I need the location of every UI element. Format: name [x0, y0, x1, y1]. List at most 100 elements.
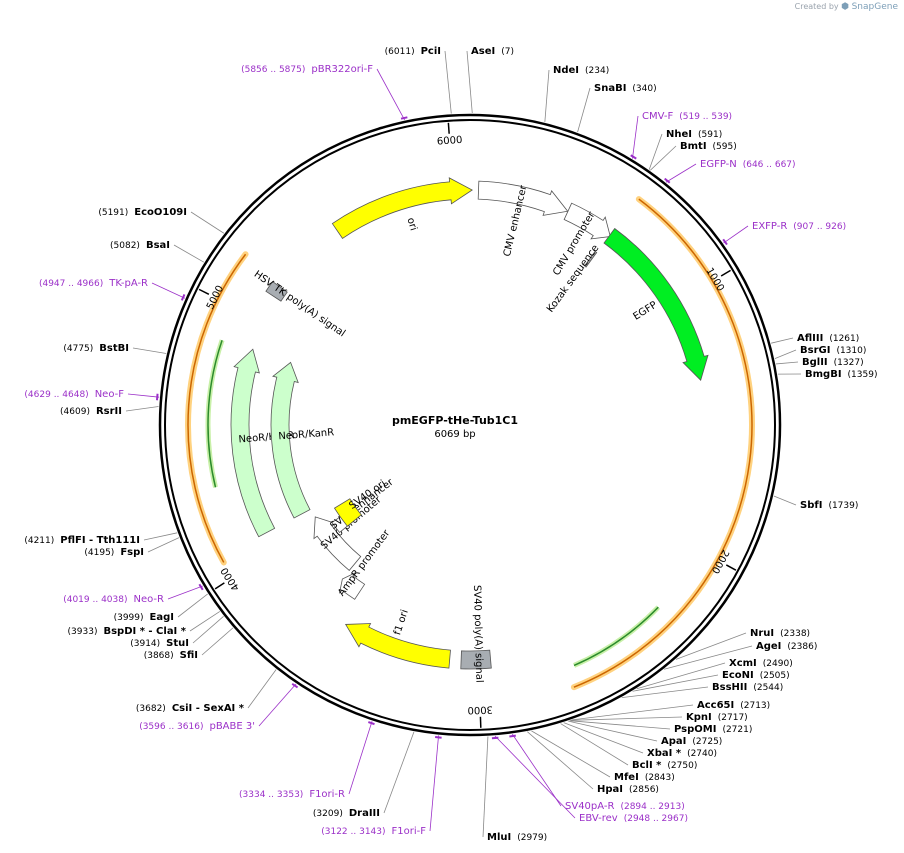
- leader-line: [675, 632, 747, 660]
- leader-line: [621, 686, 709, 699]
- site-label: NheI(591): [666, 129, 722, 140]
- leader-line: [167, 585, 203, 600]
- site-name: MfeI: [614, 772, 639, 783]
- leader-line: [569, 720, 671, 730]
- leader-line: [482, 736, 489, 838]
- leader-line: [444, 50, 452, 114]
- site-position: (2843): [645, 773, 675, 783]
- feature-kozak-sequence: [584, 250, 598, 268]
- site-label: MluI(2979): [487, 832, 547, 843]
- site-label: (4775) BstBI: [63, 343, 129, 354]
- tick-6000: [447, 122, 450, 134]
- green-highlight-arc: [573, 605, 661, 668]
- site-label: (4609) RsrII: [60, 406, 122, 417]
- site-name: NdeI: [553, 65, 579, 76]
- site-position: (3209): [313, 809, 343, 819]
- site-name: PflFI - Tth111I: [60, 535, 140, 546]
- feature-cmv-promoter: [563, 202, 611, 240]
- site-label: BclI *(2750): [632, 760, 697, 771]
- tick-label: 1000: [703, 266, 725, 294]
- site-name: SV40pA-R: [565, 801, 614, 812]
- site-name: BstBI: [99, 343, 129, 354]
- feature-label: HSV TK poly(A) signal: [252, 269, 347, 340]
- site-label: ApaI(2725): [661, 736, 722, 747]
- site-label: (3868)SfiI: [144, 650, 198, 661]
- leader-line: [577, 87, 591, 133]
- site-name: EcoO109I: [134, 207, 187, 218]
- site-name: EGFP-N: [700, 159, 737, 170]
- site-name: CMV-F: [642, 111, 673, 122]
- leader-line: [563, 722, 644, 754]
- site-label: (3682)CsiI - SexAI *: [136, 703, 245, 714]
- primer-site-mark: [664, 177, 671, 184]
- site-name: XbaI *: [647, 748, 682, 759]
- site-position: (2979): [517, 833, 547, 843]
- site-label: SV40pA-R (2894 .. 2913): [565, 801, 685, 812]
- site-label: (4195)FspI: [84, 547, 144, 558]
- site-position: (4019 .. 4038): [63, 595, 127, 605]
- primer-site-mark: [291, 682, 299, 689]
- leader-line: [632, 115, 639, 159]
- site-name: BmtI: [680, 141, 707, 152]
- site-name: pBR322ori-F: [311, 64, 373, 75]
- site-label: (5082)BsaI: [110, 240, 170, 251]
- leader-line: [143, 532, 178, 541]
- site-position: (2740): [687, 749, 717, 759]
- primer-site-mark: [180, 294, 186, 301]
- site-label: EGFP-N(646 .. 667): [700, 159, 796, 170]
- site-name: BsrGI: [800, 345, 830, 356]
- leader-line: [466, 50, 473, 114]
- site-label: AseI(7): [471, 46, 514, 57]
- site-position: (2894 .. 2913): [620, 802, 684, 812]
- site-label: (5856 .. 5875)pBR322ori-F: [241, 64, 373, 75]
- site-name: RsrII: [96, 406, 122, 417]
- site-label: (6011)PciI: [385, 46, 441, 57]
- orf-arcs: [185, 196, 755, 691]
- snapgene-credit: Created by ⬢ SnapGene: [795, 2, 898, 12]
- leader-line: [247, 669, 277, 709]
- site-label: (5191)EcoO109I: [98, 207, 187, 218]
- leader-line: [147, 537, 180, 553]
- leader-line: [560, 723, 629, 766]
- site-position: (4775): [63, 344, 93, 354]
- site-label: BsrGI (1310): [800, 345, 866, 356]
- site-name: NruI: [750, 628, 774, 639]
- site-name: BsaI: [146, 240, 170, 251]
- tick-1000: [720, 269, 731, 277]
- site-position: (1310): [836, 346, 866, 356]
- tick-2000: [725, 564, 737, 571]
- leader-line: [527, 731, 594, 790]
- site-name: Neo-R: [134, 594, 165, 605]
- site-label: (4629 .. 4648)Neo-F: [24, 389, 124, 400]
- leader-line: [568, 720, 658, 742]
- site-position: (4609): [60, 407, 90, 417]
- site-name: pBABE 3': [209, 721, 255, 732]
- leader-line: [376, 68, 405, 121]
- feature-ori: [331, 177, 473, 239]
- site-position: (2386): [787, 642, 817, 652]
- site-name: EXFP-R: [752, 221, 787, 232]
- site-name: BssHII: [712, 682, 747, 693]
- feature-neor-kanr: [270, 361, 311, 519]
- credit-prefix: Created by: [794, 2, 839, 11]
- credit-brand: SnapGene: [851, 2, 898, 12]
- site-label: AflIII(1261): [797, 333, 859, 344]
- site-position: (907 .. 926): [793, 222, 846, 232]
- feature-egfp: [603, 227, 709, 381]
- site-label: CMV-F(519 .. 539): [642, 111, 732, 122]
- leader-line: [177, 593, 208, 618]
- site-position: (2505): [760, 671, 790, 681]
- site-label: BmtI(595): [680, 141, 737, 152]
- primer-site-mark: [509, 734, 516, 738]
- site-name: StuI: [166, 638, 189, 649]
- site-position: (4195): [84, 548, 114, 558]
- leader-line: [190, 211, 225, 234]
- feature-label: ori: [404, 216, 418, 232]
- backbone-inner: [164, 119, 776, 731]
- leader-line: [189, 611, 221, 632]
- site-name: EagI: [150, 612, 174, 623]
- site-label: (3596 .. 3616)pBABE 3': [139, 721, 255, 732]
- site-label: (3122 .. 3143)F1ori-F: [321, 826, 426, 837]
- site-label: BmgBI(1359): [805, 369, 877, 380]
- site-position: (1261): [829, 334, 859, 344]
